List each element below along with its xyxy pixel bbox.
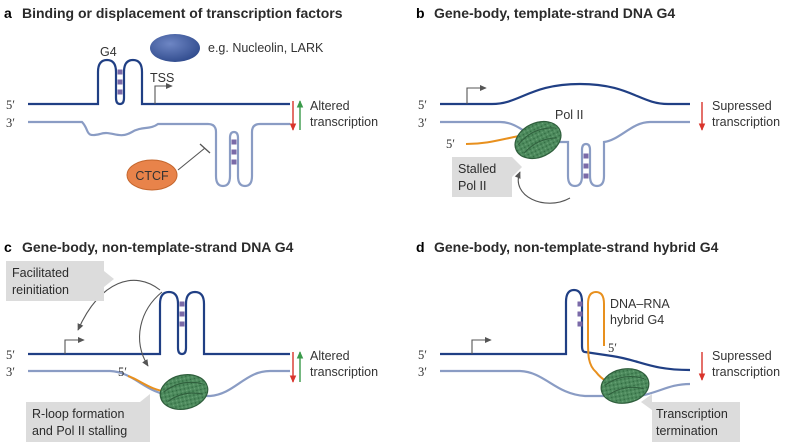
- panel-b-three-prime: 3′: [418, 116, 427, 130]
- panel-c-tss-arrow: [64, 336, 85, 354]
- panel-a-ctcf-label: CTCF: [135, 169, 169, 183]
- panel-d-callout-line1: Transcription: [656, 407, 728, 421]
- panel-a-protein-label: e.g. Nucleolin, LARK: [208, 41, 324, 55]
- panel-a-g4-quartets: [111, 69, 129, 95]
- panel-b-bottom-strand: [440, 120, 690, 188]
- panel-a-inhibition-bar: [199, 143, 211, 154]
- panel-d-g4-quartets: [571, 301, 589, 327]
- panel-b-polii-label: Pol II: [555, 108, 584, 122]
- panel-c-title: Gene-body, non-template-strand DNA G4: [22, 239, 294, 255]
- panel-a: a Binding or displacement of transcripti…: [4, 5, 378, 191]
- panel-b-top-strand: [440, 82, 690, 106]
- panel-b-stall-arrow: [514, 171, 571, 204]
- panel-a-letter: a: [4, 5, 12, 21]
- panel-c-effect-line2: transcription: [310, 365, 378, 379]
- panel-d: d Gene-body, non-template-strand hybrid …: [416, 239, 780, 442]
- panel-b-tss-arrow: [466, 84, 487, 104]
- panel-c-rna-five-prime: 5′: [118, 365, 127, 379]
- panel-a-five-prime: 5′: [6, 98, 15, 112]
- panel-c-callout-bottom: R-loop formation and Pol II stalling: [26, 394, 150, 442]
- panel-b-title: Gene-body, template-strand DNA G4: [434, 5, 675, 21]
- panel-d-hybrid-line1: DNA–RNA: [610, 297, 670, 311]
- panel-d-hybrid-line2: hybrid G4: [610, 313, 664, 327]
- panel-a-title: Binding or displacement of transcription…: [22, 5, 343, 21]
- panel-c-rloop-arrow: [139, 291, 163, 367]
- panel-c-callout-top: Facilitated reinitiation: [6, 261, 114, 301]
- panel-c-five-prime: 5′: [6, 348, 15, 362]
- panel-b-five-prime: 5′: [418, 98, 427, 112]
- panel-a-nucleolin-protein: [150, 34, 200, 62]
- panel-d-effect-line1: Supressed: [712, 349, 772, 363]
- panel-b-effect-line1: Supressed: [712, 99, 772, 113]
- panel-c-top-strand: [28, 290, 290, 356]
- panel-c-polii: [156, 369, 212, 415]
- panel-c-bottom-strand: [28, 369, 290, 398]
- panel-d-rna-five-prime: 5′: [608, 341, 617, 355]
- panel-d-top-strand: [440, 288, 691, 372]
- panel-b-polii: [508, 113, 568, 167]
- panel-c-callout-top-line2: reinitiation: [12, 283, 69, 297]
- panel-b-rna-five-prime: 5′: [446, 137, 455, 151]
- panel-b-g4-quartets: [577, 153, 595, 179]
- panel-d-tss-arrow: [471, 336, 492, 354]
- panel-b-letter: b: [416, 5, 425, 21]
- panel-a-three-prime: 3′: [6, 116, 15, 130]
- panel-a-tss-label: TSS: [150, 71, 174, 85]
- panel-a-inhibition-line: [177, 147, 206, 171]
- panel-a-effect-line2: transcription: [310, 115, 378, 129]
- panel-d-rna: [587, 290, 623, 389]
- panel-c-reinitiation-arrow: [77, 279, 161, 331]
- panel-b-callout-line1: Stalled: [458, 162, 496, 176]
- panel-d-effect-line2: transcription: [712, 365, 780, 379]
- panel-d-five-prime: 5′: [418, 348, 427, 362]
- panel-a-effect-line1: Altered: [310, 99, 350, 113]
- panel-d-letter: d: [416, 239, 425, 255]
- panel-a-bottom-strand: [28, 120, 290, 188]
- panel-a-top-strand: [28, 58, 290, 106]
- panel-c-callout-bottom-line1: R-loop formation: [32, 407, 124, 421]
- panel-a-ctcf-protein: [126, 159, 178, 191]
- panel-c-letter: c: [4, 239, 12, 255]
- panel-b-effect-line2: transcription: [712, 115, 780, 129]
- panel-b: b Gene-body, template-strand DNA G4 5′ P…: [416, 5, 780, 204]
- panel-c-three-prime: 3′: [6, 365, 15, 379]
- panel-d-three-prime: 3′: [418, 365, 427, 379]
- panel-d-callout-line2: termination: [656, 424, 718, 438]
- panel-d-callout: Transcription termination: [641, 394, 740, 442]
- panel-d-title: Gene-body, non-template-strand hybrid G4: [434, 239, 719, 255]
- panel-d-bottom-strand: [440, 369, 691, 398]
- panel-a-g4-label: G4: [100, 45, 117, 59]
- panel-b-callout: Stalled Pol II: [452, 157, 522, 197]
- panel-a-hairpin-quartets: [225, 139, 243, 165]
- panel-c: c Gene-body, non-template-strand DNA G4 …: [4, 239, 378, 442]
- panel-b-callout-line2: Pol II: [458, 179, 487, 193]
- panel-c-callout-bottom-line2: and Pol II stalling: [32, 424, 127, 438]
- panel-c-g4-quartets: [173, 301, 191, 327]
- panel-a-tss-arrow: [154, 82, 173, 104]
- panel-c-callout-top-line1: Facilitated: [12, 266, 69, 280]
- panel-c-effect-line1: Altered: [310, 349, 350, 363]
